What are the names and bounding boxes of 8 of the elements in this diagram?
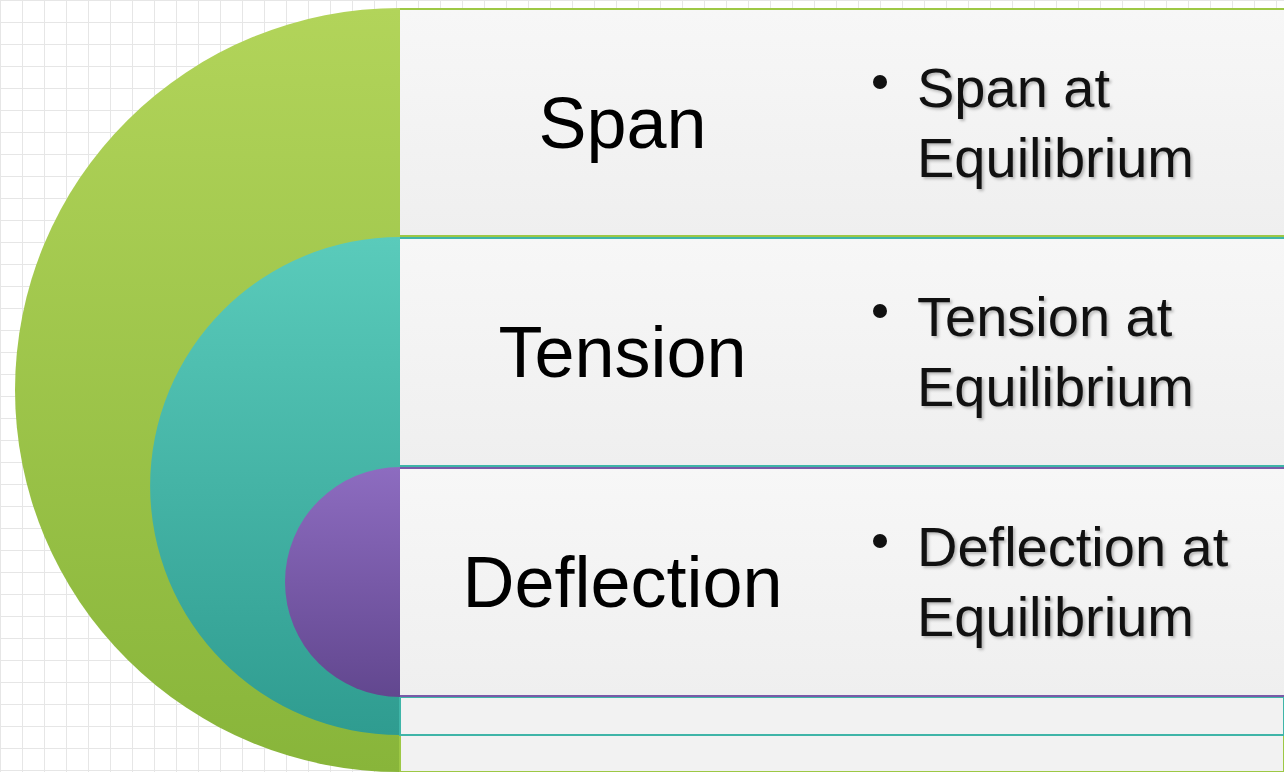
row-heading: Tension [497,311,748,393]
row-panel [400,237,1284,467]
row-heading: Span [537,81,708,164]
row-panel [400,8,1284,237]
bullet-text: Deflection at Equilibrium [917,514,1230,650]
row-heading: Deflection [461,541,784,623]
bullet-text: Span at Equilibrium [917,54,1195,191]
bullet-text: Tension at Equilibrium [917,284,1195,420]
